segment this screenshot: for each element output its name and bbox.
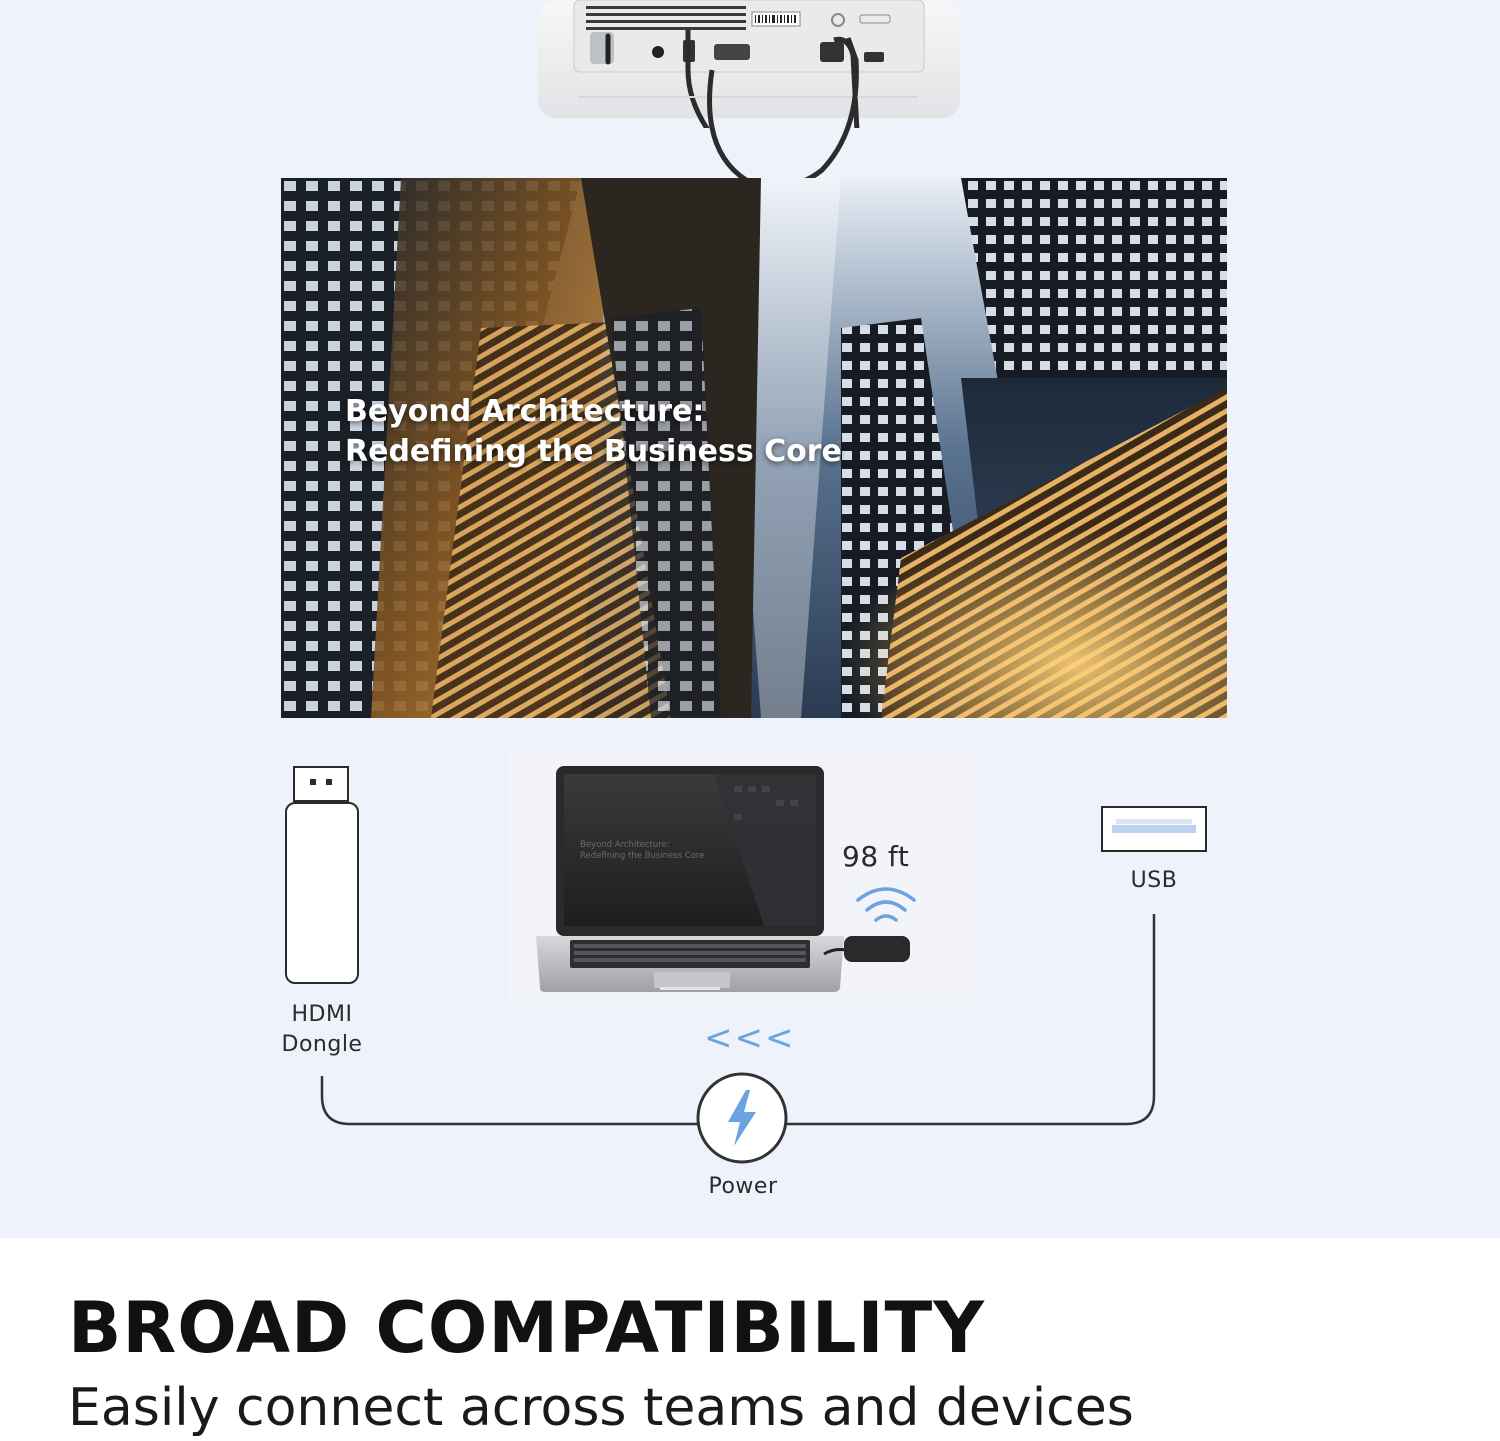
projected-screen: Beyond Architecture: Redefining the Busi… [281, 178, 1227, 718]
hdmi-dongle-label-line2: Dongle [281, 1032, 363, 1057]
laptop-screen-line1: Beyond Architecture: [580, 840, 670, 850]
power-label: Power [708, 1174, 778, 1199]
screen-title: Beyond Architecture: Redefining the Busi… [345, 392, 842, 472]
flow-arrows: <<< [704, 1018, 796, 1058]
hdmi-dongle-label: HDMI Dongle [262, 1000, 382, 1060]
usb-port-icon [1101, 806, 1207, 852]
headline: BROAD COMPATIBILITY [68, 1287, 985, 1369]
cityscape-image [281, 178, 1227, 718]
hdmi-dongle-icon [285, 766, 359, 984]
power-icon [696, 1072, 788, 1164]
projector-image [538, 0, 960, 128]
subheadline: Easily connect across teams and devices [68, 1378, 1134, 1438]
hdmi-dongle-label-line1: HDMI [291, 1002, 353, 1027]
range-label: 98 ft [842, 840, 910, 873]
laptop-screen-line2: Redefining the Business Core [580, 851, 705, 861]
laptop-image [536, 766, 910, 992]
screen-title-line1: Beyond Architecture: [345, 394, 705, 429]
wifi-icon [856, 887, 916, 922]
laptop-screen-title: Beyond Architecture: Redefining the Busi… [580, 840, 704, 862]
screen-title-line2: Redefining the Business Core [345, 434, 842, 469]
footer-band [0, 1238, 1500, 1441]
usb-label: USB [1130, 868, 1178, 893]
